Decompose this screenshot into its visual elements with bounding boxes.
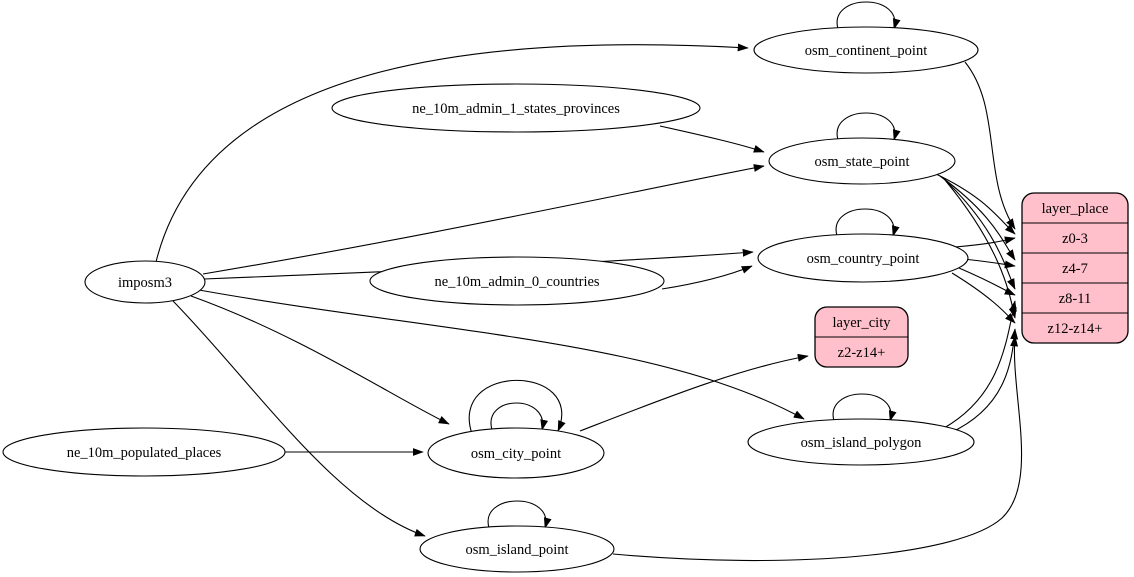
node-label-osm_state_point: osm_state_point — [814, 154, 909, 170]
edge-imposm3-to-osm_city_point-5 — [190, 295, 450, 425]
node-shape-osm_island_polygon — [747, 418, 975, 466]
node-label-ne_10m_populated_places: ne_10m_populated_places — [67, 445, 222, 461]
node-shape-osm_island_point — [419, 525, 615, 573]
self-loop-edge-osm_island_polygon-to-osm_island_polygon-25 — [832, 393, 897, 422]
node-shape-osm_continent_point — [753, 26, 979, 74]
edge-osm_state_point-to-layer_place-13 — [942, 177, 1016, 290]
edge-ne_10m_admin_0_countries-to-osm_country_point-4 — [661, 265, 753, 290]
record-row-label-layer_place-z4-7: z4-7 — [1062, 261, 1088, 277]
record-row-label-layer_place-z0-3: z0-3 — [1062, 231, 1088, 247]
edge-osm_country_point-to-layer_place-15 — [954, 236, 1016, 248]
node-osm_continent_point: osm_continent_point — [753, 26, 979, 74]
record-row-label-layer_place-z12-z14+: z12-z14+ — [1048, 321, 1103, 337]
edge-osm_island_polygon-to-layer_place-19 — [943, 300, 1017, 429]
edge-osm_city_point-to-layer_city-9 — [579, 353, 809, 432]
edge-osm_country_point-to-layer_place-17 — [958, 267, 1016, 296]
node-label-ne_10m_admin_0_countries: ne_10m_admin_0_countries — [434, 274, 599, 290]
node-ne_10m_admin_0_countries: ne_10m_admin_0_countries — [369, 256, 665, 306]
record-row-label-layer_city-layer_city: layer_city — [833, 315, 892, 331]
node-label-osm_country_point: osm_country_point — [807, 251, 920, 267]
record-row-label-layer_place-layer_place: layer_place — [1042, 201, 1109, 217]
node-label-imposm3: imposm3 — [118, 275, 172, 291]
edge-osm_continent_point-to-layer_place-10 — [964, 61, 1016, 230]
node-label-osm_continent_point: osm_continent_point — [805, 43, 927, 59]
self-loop-edge-osm_state_point-to-osm_state_point-23 — [836, 112, 901, 141]
edge-imposm3-to-osm_state_point-1 — [202, 164, 765, 275]
node-osm_country_point: osm_country_point — [757, 233, 969, 283]
edge-imposm3-to-osm_island_polygon-7 — [198, 289, 805, 420]
nodes-layer: imposm3 ne_10m_admin_1_states_provincesne… — [2, 26, 1129, 573]
node-label-osm_city_point: osm_city_point — [471, 446, 561, 462]
record-node-layer_city: layer_city z2-z14+ — [814, 306, 909, 368]
record-row-label-layer_city-z2-z14+: z2-z14+ — [838, 345, 886, 361]
edges-layer — [155, 1, 1023, 562]
node-shape-ne_10m_admin_1_states_provinces — [331, 83, 701, 133]
node-shape-ne_10m_populated_places — [2, 427, 286, 477]
self-loop-edge-osm_city_point-to-osm_city_point-27 — [490, 402, 549, 431]
self-loop-edge-osm_island_point-to-osm_island_point-26 — [487, 500, 552, 529]
node-shape-osm_state_point — [768, 137, 956, 185]
edge-imposm3-to-osm_continent_point-0 — [155, 43, 749, 263]
edge-ne_10m_admin_1_states_provinces-to-osm_state_point-2 — [659, 125, 765, 153]
node-shape-imposm3 — [84, 260, 206, 304]
node-osm_island_polygon: osm_island_polygon — [747, 418, 975, 466]
node-osm_city_point: osm_city_point — [427, 427, 605, 479]
node-label-osm_island_point: osm_island_point — [465, 542, 568, 558]
edge-osm_country_point-to-layer_place-18 — [951, 272, 1016, 324]
self-loop-edge-osm_country_point-to-osm_country_point-24 — [835, 208, 900, 237]
record-row-label-layer_place-z8-11: z8-11 — [1059, 291, 1091, 307]
node-osm_state_point: osm_state_point — [768, 137, 956, 185]
node-shape-osm_city_point — [427, 427, 605, 479]
node-imposm3: imposm3 — [84, 260, 206, 304]
node-label-osm_island_polygon: osm_island_polygon — [801, 435, 923, 451]
record-box-layer_place — [1021, 192, 1129, 344]
edge-osm_country_point-to-layer_place-16 — [962, 258, 1016, 269]
edge-osm_state_point-to-layer_place-12 — [939, 175, 1016, 261]
self-loop-edge-osm_continent_point-to-osm_continent_point-22 — [836, 1, 901, 30]
edge-osm_state_point-to-layer_place-11 — [935, 173, 1016, 235]
self-loop-edge-osm_city_point-to-osm_city_point-28 — [468, 379, 566, 435]
node-osm_island_point: osm_island_point — [419, 525, 615, 573]
record-node-layer_place: layer_place z0-3 z4-7 z8-11 z12-z14+ — [1021, 192, 1129, 344]
edge-osm_island_point-to-layer_place-21 — [612, 335, 1023, 562]
node-shape-osm_country_point — [757, 233, 969, 283]
edge-imposm3-to-osm_island_point-8 — [172, 300, 426, 537]
node-shape-ne_10m_admin_0_countries — [369, 256, 665, 306]
node-ne_10m_populated_places: ne_10m_populated_places — [2, 427, 286, 477]
node-label-ne_10m_admin_1_states_provinces: ne_10m_admin_1_states_provinces — [412, 101, 620, 117]
node-ne_10m_admin_1_states_provinces: ne_10m_admin_1_states_provinces — [331, 83, 701, 133]
